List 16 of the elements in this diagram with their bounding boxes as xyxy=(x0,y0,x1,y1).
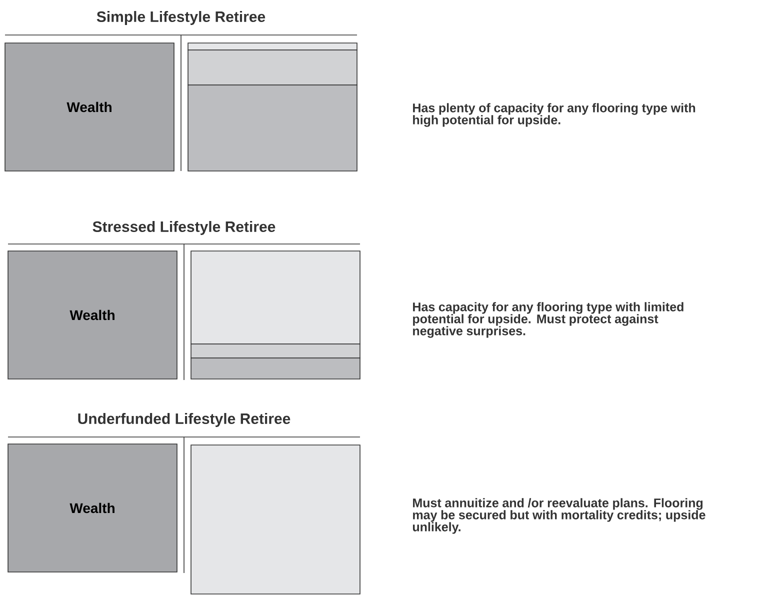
wealth-box: Wealth xyxy=(4,42,174,172)
panel-title: Underfunded Lifestyle Retiree xyxy=(78,413,290,427)
band-box xyxy=(190,344,360,358)
wealth-box: Wealth xyxy=(8,250,178,380)
description-text: Has plenty of capacity for any flooring type with high potential for upside. xyxy=(413,103,696,127)
band-box xyxy=(190,250,360,344)
band-box xyxy=(188,42,358,50)
band-box xyxy=(190,444,360,594)
band-box xyxy=(188,50,358,86)
band-box xyxy=(188,84,358,172)
wealth-box: Wealth xyxy=(8,444,178,572)
description-text: Has capacity for any flooring type with limited potential for upside. Must protect against negative surprises. xyxy=(413,302,684,338)
panel-title: Stressed Lifestyle Retiree xyxy=(92,221,276,235)
panel-title: Simple Lifestyle Retiree xyxy=(96,11,266,25)
band-box xyxy=(190,358,360,380)
description-text: Must annuitize and /or reevaluate plans. Flooring may be secured but with mortality credits; upside unlikely. xyxy=(412,498,706,534)
